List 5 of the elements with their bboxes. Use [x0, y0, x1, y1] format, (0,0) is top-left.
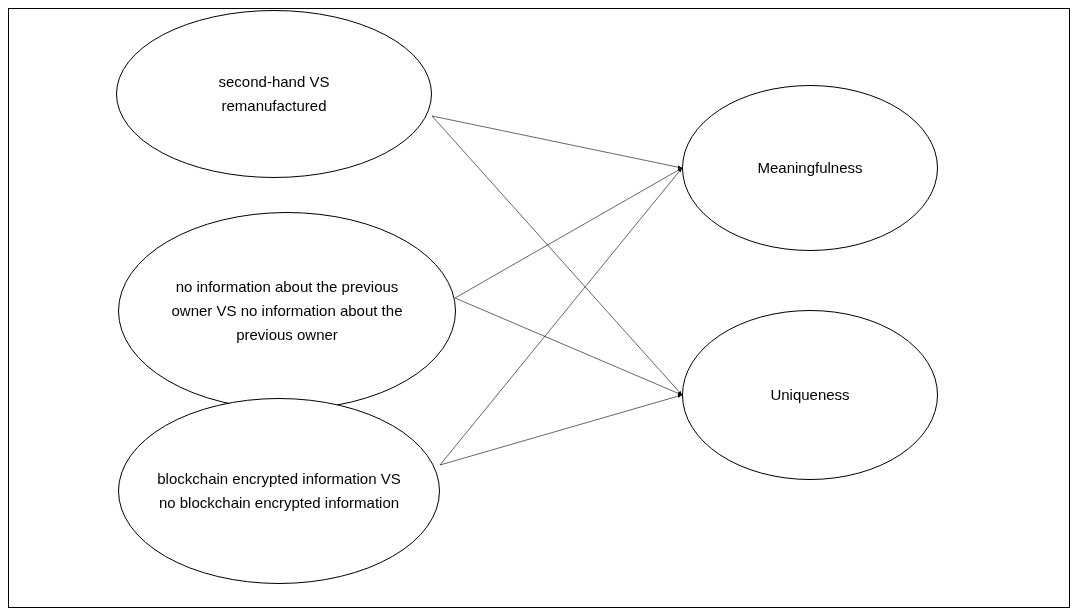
node-label: second-hand VS remanufactured	[217, 72, 331, 116]
node-label: blockchain encrypted information VS no blockchain encrypted information	[156, 469, 402, 513]
node-label: no information about the previous owner VS no information about the previous owner	[170, 277, 404, 345]
node-label: Uniqueness	[769, 385, 851, 405]
node-label: Meaningfulness	[756, 158, 864, 178]
